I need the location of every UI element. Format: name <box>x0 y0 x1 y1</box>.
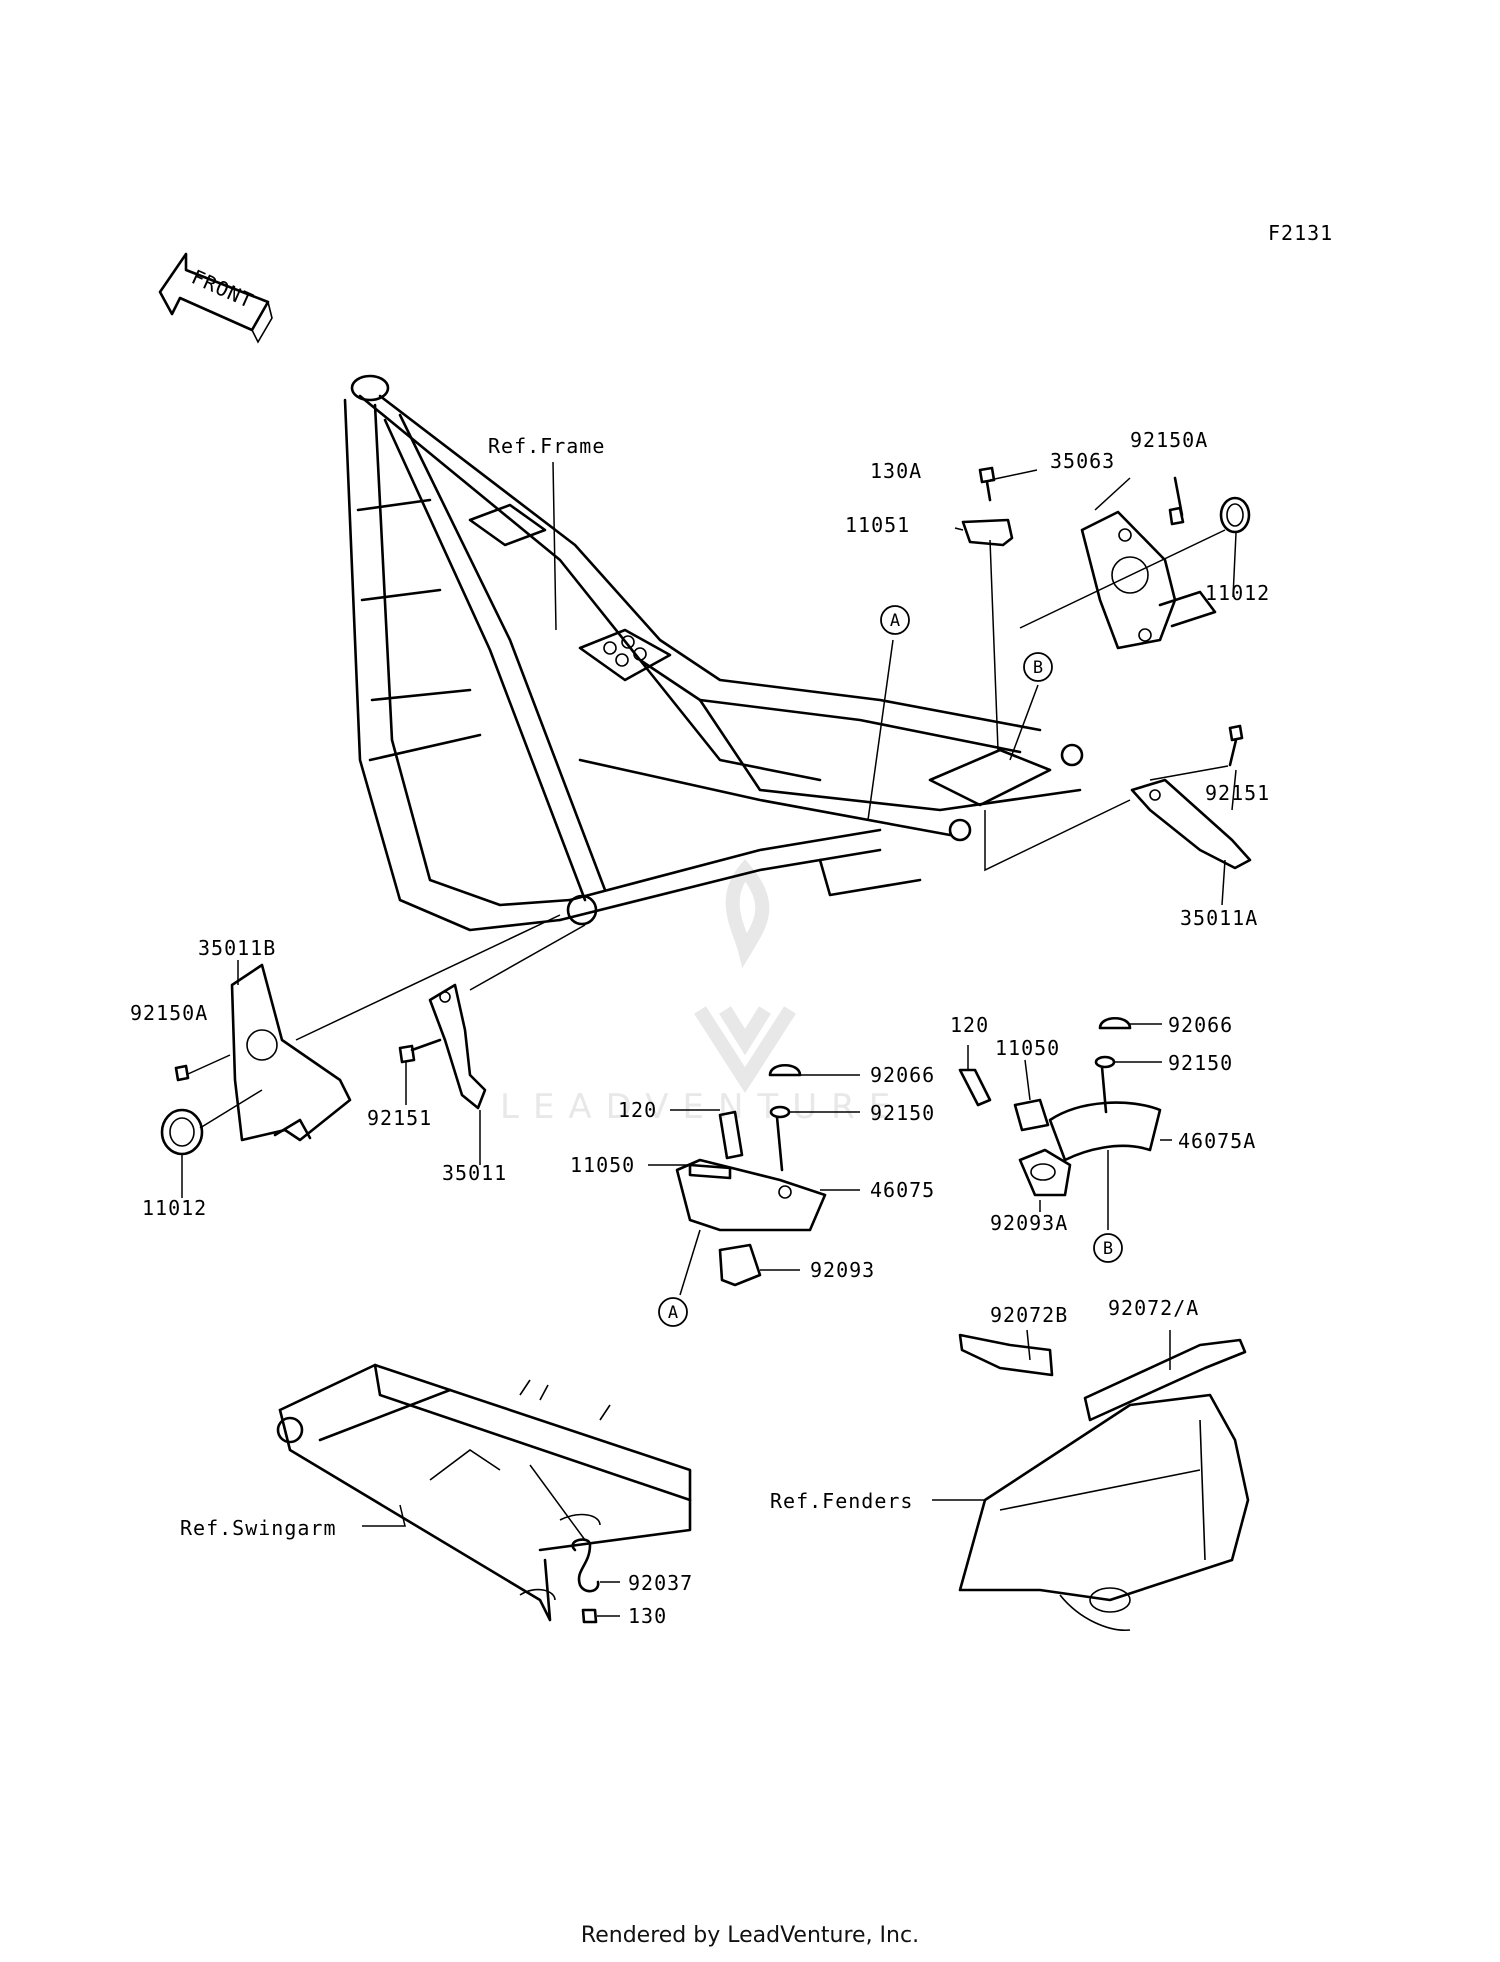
callout-A-bottom: A <box>658 1297 688 1327</box>
svg-text:A: A <box>890 611 900 631</box>
cap-92066-mid <box>768 1063 802 1077</box>
cap-11012-right <box>1219 496 1251 534</box>
label-130A: 130A <box>870 459 922 483</box>
label-92037: 92037 <box>628 1571 693 1595</box>
label-35011B: 35011B <box>198 936 276 960</box>
pin-11050-mid <box>688 1163 732 1180</box>
label-11050-right: 11050 <box>995 1036 1060 1060</box>
cap-11012-left <box>160 1108 204 1156</box>
leader-130A <box>989 469 1038 481</box>
callout-B-top: B <box>1023 652 1053 682</box>
leader-92151-right-label <box>1231 769 1237 811</box>
label-35011: 35011 <box>442 1161 507 1185</box>
leader-11012-frame <box>1019 529 1226 629</box>
frame-drawing <box>343 374 1084 932</box>
leader-11050-right <box>1024 1059 1031 1101</box>
leader-A-top <box>867 639 894 821</box>
leader-92072B <box>1026 1329 1031 1361</box>
leader-11051 <box>954 527 964 531</box>
bolt-130A <box>978 466 996 502</box>
label-11050-mid: 11050 <box>570 1153 635 1177</box>
label-ref-frame: Ref.Frame <box>488 434 605 458</box>
bolt-92150A-left <box>174 1064 190 1082</box>
rubber-92093 <box>718 1243 762 1287</box>
watermark-text: LEADVENTURE <box>500 1087 904 1127</box>
label-92072B: 92072B <box>990 1303 1068 1327</box>
label-92072A: 92072/A <box>1108 1296 1199 1320</box>
bolt-120-mid <box>718 1110 744 1160</box>
leader-35011A <box>1221 859 1226 906</box>
front-arrow-icon: FRONT <box>158 252 273 344</box>
left-footrest-cover-35011B <box>230 963 352 1142</box>
strap-92072A <box>1083 1338 1247 1422</box>
label-92151-mid: 92151 <box>367 1106 432 1130</box>
label-92066-right: 92066 <box>1168 1013 1233 1037</box>
svg-text:A: A <box>668 1303 678 1323</box>
label-92093A: 92093A <box>990 1211 1068 1235</box>
swingarm-drawing <box>276 1363 692 1622</box>
label-92150A-top: 92150A <box>1130 428 1208 452</box>
spring-92037 <box>571 1538 600 1593</box>
label-11012-left: 11012 <box>142 1196 207 1220</box>
svg-text:B: B <box>1033 658 1043 678</box>
callout-B-bottom: B <box>1093 1233 1123 1263</box>
leader-ref-frame <box>552 461 557 631</box>
label-ref-swingarm: Ref.Swingarm <box>180 1516 337 1540</box>
label-ref-fenders: Ref.Fenders <box>770 1489 913 1513</box>
leader-92151-right <box>1149 765 1229 781</box>
leader-35011-frame <box>469 924 586 991</box>
label-120-mid: 120 <box>618 1098 657 1122</box>
footer-credit: Rendered by LeadVenture, Inc. <box>580 1923 920 1948</box>
svg-text:B: B <box>1103 1239 1113 1259</box>
bolt-92151-mid <box>398 1038 442 1064</box>
label-92066-mid: 92066 <box>870 1063 935 1087</box>
leader-35011A-frame <box>984 799 1131 872</box>
bracket-35011 <box>428 983 487 1110</box>
bolt-120-right <box>958 1068 992 1107</box>
stand-46075 <box>675 1158 827 1232</box>
callout-A-top: A <box>880 605 910 635</box>
bolt-92150-mid <box>769 1105 791 1172</box>
label-92150-right: 92150 <box>1168 1051 1233 1075</box>
strap-92072B <box>958 1333 1054 1377</box>
leader-A-bottom <box>679 1229 701 1296</box>
label-46075A: 46075A <box>1178 1129 1256 1153</box>
leader-11012-right <box>1232 532 1237 598</box>
label-92151-right: 92151 <box>1205 781 1270 805</box>
leader-92150A-left <box>187 1054 231 1075</box>
bolt-92150A-top <box>1168 476 1185 526</box>
bolt-130 <box>581 1608 598 1624</box>
leader-92037-swingarm <box>529 1464 586 1541</box>
label-92093: 92093 <box>810 1258 875 1282</box>
label-92150A-left: 92150A <box>130 1001 208 1025</box>
bracket-35011A <box>1130 778 1252 870</box>
label-11012-right: 11012 <box>1205 581 1270 605</box>
leader-B-top <box>1009 684 1039 761</box>
label-130: 130 <box>628 1604 667 1628</box>
label-120-right: 120 <box>950 1013 989 1037</box>
cap-92066-right <box>1098 1016 1132 1030</box>
bolt-92150-right <box>1094 1055 1116 1114</box>
bracket-11051 <box>961 518 1014 547</box>
stand-46075A <box>1048 1101 1162 1162</box>
leader-ref-swingarm <box>362 1504 406 1527</box>
label-11051: 11051 <box>845 513 910 537</box>
right-footrest-bracket <box>1080 510 1217 650</box>
label-35011A: 35011A <box>1180 906 1258 930</box>
diagram-id: F2131 <box>1268 221 1333 245</box>
leader-35063 <box>1094 477 1131 511</box>
label-92150-mid: 92150 <box>870 1101 935 1125</box>
watermark-logo: LEADVENTURE <box>500 859 904 1127</box>
label-35063: 35063 <box>1050 449 1115 473</box>
bolt-92151-right <box>1228 724 1244 767</box>
leader-11012-left <box>199 1089 263 1129</box>
label-46075: 46075 <box>870 1178 935 1202</box>
leader-35011B-frame <box>295 914 561 1041</box>
rear-fender-drawing <box>958 1393 1250 1631</box>
leader-11051-frame <box>989 539 999 751</box>
rubber-92093A <box>1018 1148 1072 1197</box>
pin-11050-right <box>1013 1098 1050 1132</box>
